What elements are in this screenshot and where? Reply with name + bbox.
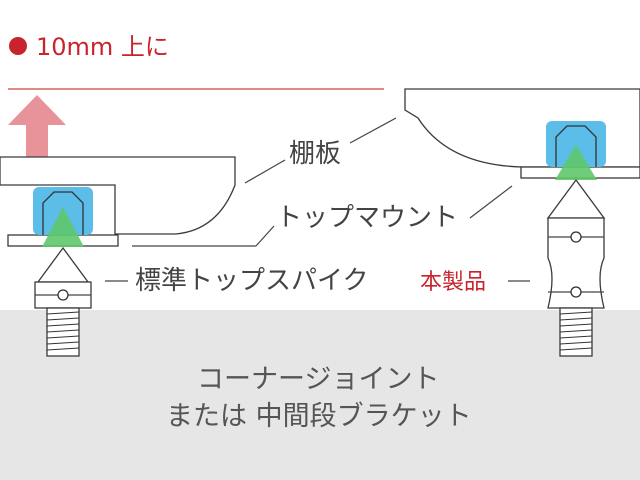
thread-lines-right — [559, 311, 593, 351]
spike-tip-left — [36, 246, 90, 283]
spike-hole-right-top — [570, 231, 582, 243]
leader-mount-left — [255, 225, 275, 247]
cone-green-right — [555, 145, 597, 180]
leader-mount-right — [469, 185, 513, 219]
raise-arrow-shaft — [26, 125, 48, 157]
leader-shelf-right — [349, 117, 397, 144]
mount-insert-right — [555, 125, 597, 167]
spike-body-right — [547, 217, 605, 309]
base-label-line1: コーナージョイント — [197, 364, 439, 395]
spike-hole-right-bottom — [570, 286, 582, 298]
label-standard-spike: 標準トップスパイク — [135, 266, 368, 296]
spike-tip-right — [546, 178, 606, 219]
thread-lines-left — [46, 311, 80, 351]
legend-text: 10mm 上に — [36, 33, 169, 61]
legend-dot-icon — [9, 37, 27, 55]
label-product: 本製品 — [420, 270, 486, 295]
base-label-line2: または 中間段ブラケット — [166, 401, 472, 432]
shelf-board-left — [0, 156, 236, 235]
leader-shelf-left — [244, 159, 286, 184]
base-block — [0, 310, 640, 480]
mount-insert-left — [42, 191, 84, 235]
spike-hole-left — [57, 289, 69, 301]
cone-green-left — [42, 207, 84, 247]
label-shelf: 棚板 — [289, 139, 341, 169]
label-top-mount: トップマウント — [276, 203, 458, 233]
